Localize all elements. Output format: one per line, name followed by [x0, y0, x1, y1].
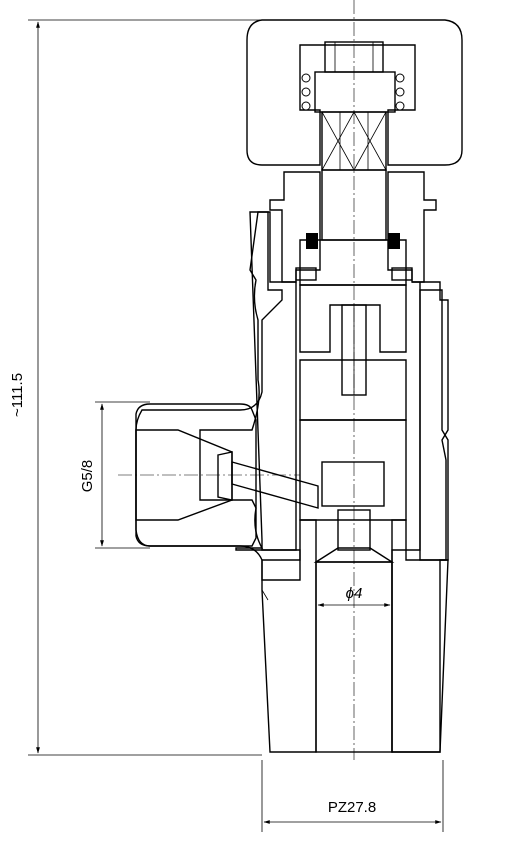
stem-body [299, 239, 407, 521]
taper-dimension: PZ27.8 [261, 760, 444, 832]
diameter-dimension: ϕ4 [317, 585, 391, 607]
valve-body [135, 211, 449, 581]
height-dimension-label: ~111.5 [9, 373, 26, 417]
o-ring-seals [306, 233, 400, 249]
diameter-dimension-label: ϕ4 [346, 585, 363, 602]
thread-dimension: G5/8 [79, 401, 150, 549]
taper-dimension-label: PZ27.8 [328, 799, 376, 816]
centre-lines [118, 0, 355, 760]
valve-disc [321, 461, 385, 507]
thread-dimension-label: G5/8 [79, 460, 96, 493]
handwheel-cap [246, 19, 463, 166]
packing-washer [295, 267, 413, 281]
bonnet [269, 171, 437, 283]
spring-coils [301, 73, 405, 111]
side-inlet [135, 403, 319, 547]
height-dimension: ~111.5 [9, 19, 262, 756]
spindle-nut [314, 41, 396, 113]
